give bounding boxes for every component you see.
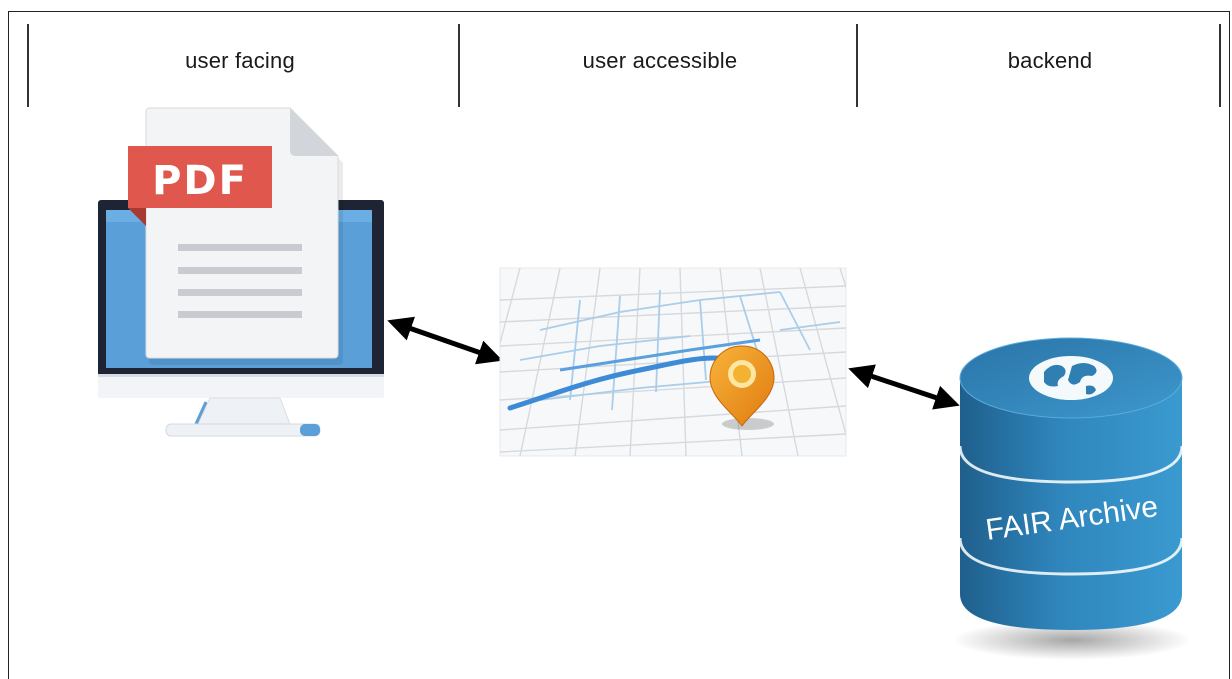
pdf-document-icon: PDF [128,107,343,365]
pdf-badge-label: PDF [152,158,248,204]
bidirectional-arrow-2 [848,364,960,410]
diagram-frame [8,11,1230,679]
street-map-with-pin-icon [499,267,847,457]
bidirectional-arrow-1 [387,316,503,365]
column-header-user-facing: user facing [185,48,295,73]
column-divider-1 [458,24,460,107]
column-divider-2 [856,24,858,107]
column-header-backend: backend [1007,48,1093,73]
database-globe-icon: FAIR Archive [952,337,1192,660]
column-header-user-accessible: user accessible [582,48,738,73]
column-divider-right [1219,24,1221,107]
column-divider-left [27,24,29,107]
globe-icon [1029,356,1113,400]
